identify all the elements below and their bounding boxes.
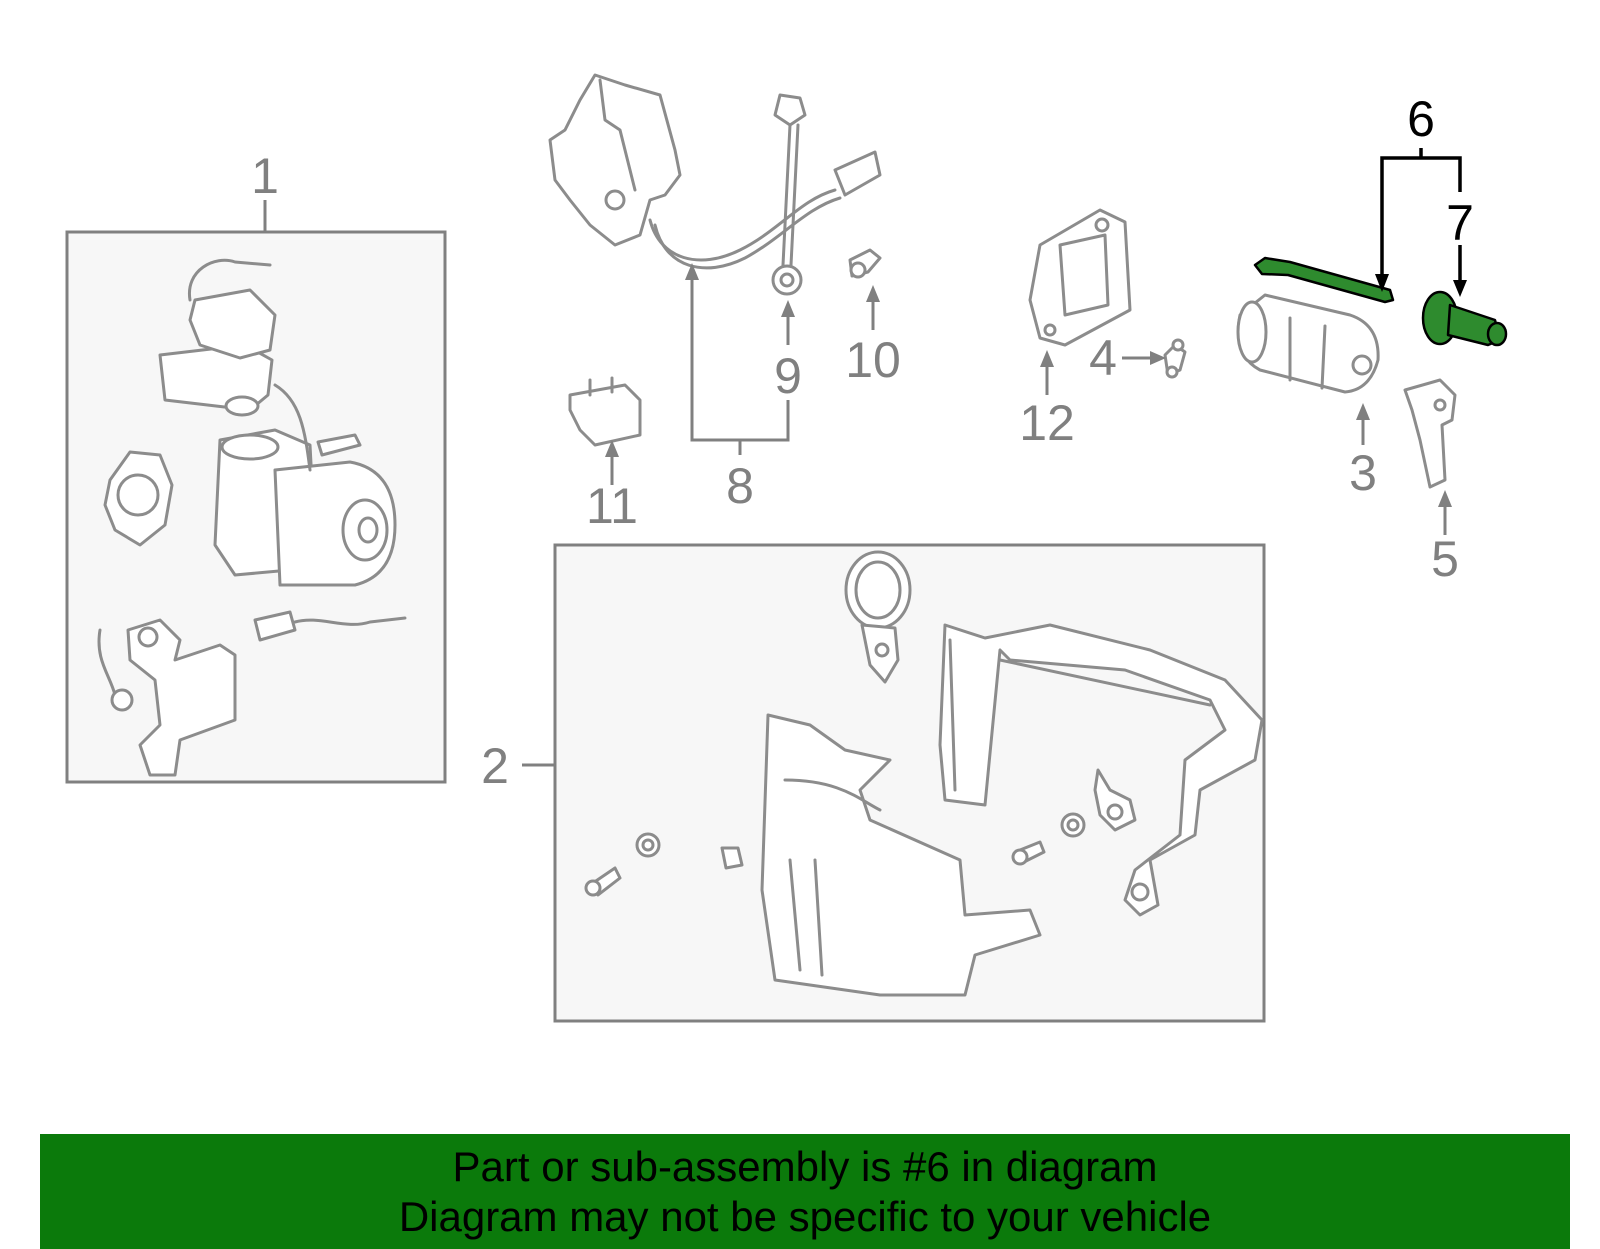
callout-3: 3 bbox=[1349, 445, 1377, 501]
callout-8: 8 bbox=[726, 458, 754, 514]
callout-11: 11 bbox=[586, 478, 638, 534]
footer-line-1: Part or sub-assembly is #6 in diagram bbox=[452, 1142, 1158, 1190]
highlighted-hose-part-6[interactable] bbox=[1253, 256, 1395, 304]
bracket-part-12[interactable] bbox=[1028, 208, 1132, 347]
leader-lines bbox=[263, 200, 1452, 767]
info-footer: Part or sub-assembly is #6 in diagram Di… bbox=[40, 1134, 1570, 1249]
harness-and-link-group[interactable] bbox=[548, 73, 882, 296]
dryer-part-3[interactable] bbox=[1236, 293, 1380, 394]
callout-12: 12 bbox=[1019, 395, 1075, 451]
clip-part-4[interactable] bbox=[1163, 338, 1187, 379]
callout-4: 4 bbox=[1089, 330, 1117, 386]
callout-5: 5 bbox=[1431, 531, 1459, 587]
assembly-box-1[interactable] bbox=[65, 230, 447, 784]
footer-line-2: Diagram may not be specific to your vehi… bbox=[398, 1192, 1212, 1240]
callout-6: 6 bbox=[1407, 91, 1435, 147]
callout-9: 9 bbox=[774, 348, 802, 404]
highlighted-leader-lines bbox=[1375, 148, 1467, 297]
relay-part-11[interactable] bbox=[568, 376, 642, 447]
callout-7: 7 bbox=[1446, 195, 1474, 251]
callout-1: 1 bbox=[251, 148, 279, 204]
assembly-box-2[interactable] bbox=[553, 543, 1266, 1023]
clip-part-5[interactable] bbox=[1403, 378, 1457, 489]
callout-10: 10 bbox=[845, 332, 901, 388]
highlighted-fitting-part-7[interactable] bbox=[1421, 290, 1508, 347]
callout-2: 2 bbox=[481, 738, 509, 794]
